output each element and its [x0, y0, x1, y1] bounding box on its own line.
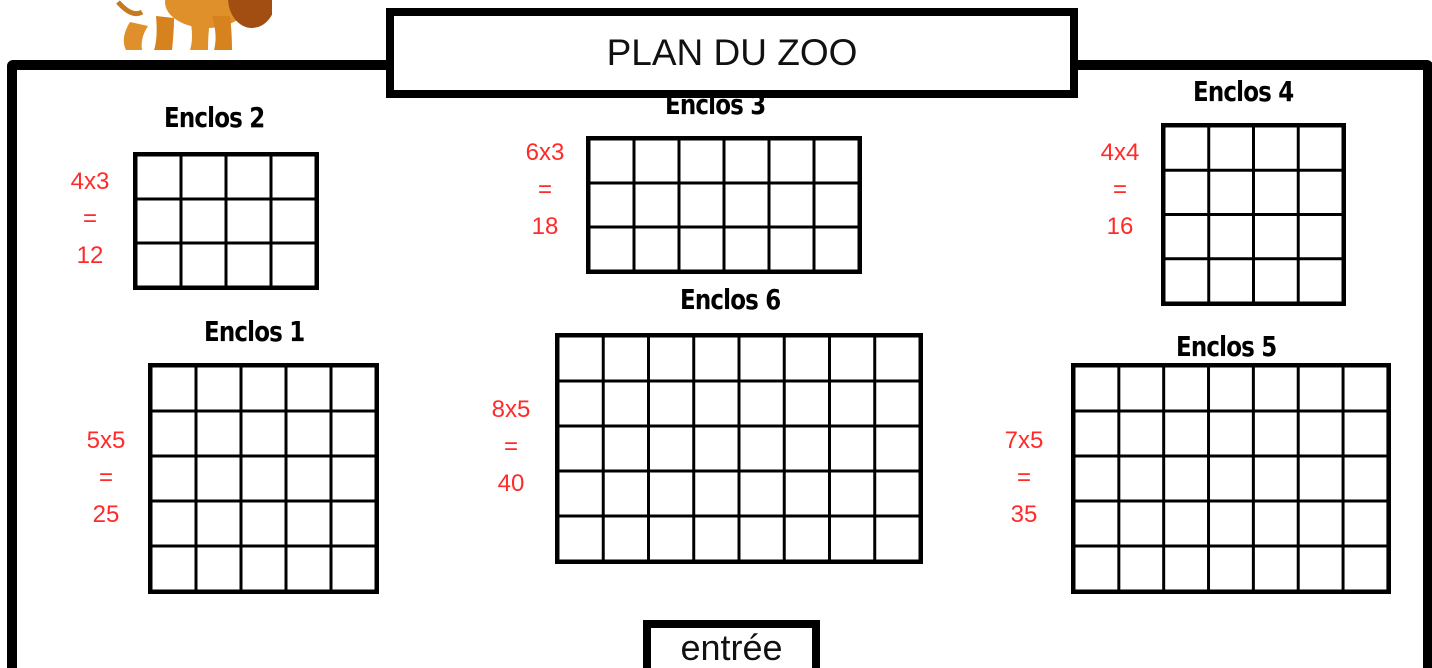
- enclos-1-grid: [148, 363, 379, 594]
- enclos-3-equals: =: [505, 171, 585, 208]
- enclos-2-equals: =: [50, 200, 130, 237]
- enclos-2-product: 4x3: [50, 163, 130, 200]
- enclos-4-name: Enclos 4: [1193, 75, 1293, 108]
- enclos-6-name: Enclos 6: [680, 283, 780, 316]
- enclos-6-grid: [555, 333, 923, 564]
- enclos-4-equals: =: [1080, 171, 1160, 208]
- enclos-4-grid: [1161, 123, 1346, 306]
- enclos-3-product: 6x3: [505, 134, 585, 171]
- enclos-6-equals: =: [471, 428, 551, 465]
- enclos-5-grid: [1071, 363, 1391, 594]
- enclos-3-name: Enclos 3: [665, 88, 765, 121]
- title-box: PLAN DU ZOO: [386, 8, 1078, 98]
- enclos-5-product: 7x5: [984, 422, 1064, 459]
- enclos-2-grid: [133, 152, 319, 290]
- page-title: PLAN DU ZOO: [607, 32, 858, 74]
- enclos-4-result: 16: [1080, 208, 1160, 245]
- enclos-3-calc: 6x3 = 18: [505, 134, 585, 245]
- enclos-6-result: 40: [471, 465, 551, 502]
- enclos-3-result: 18: [505, 208, 585, 245]
- enclos-1-equals: =: [66, 459, 146, 496]
- enclos-2-name: Enclos 2: [164, 101, 264, 134]
- entrance-label: entrée: [680, 627, 782, 668]
- enclos-2-calc: 4x3 = 12: [50, 163, 130, 274]
- enclos-5-equals: =: [984, 459, 1064, 496]
- enclos-4-product: 4x4: [1080, 134, 1160, 171]
- enclos-1-name: Enclos 1: [204, 315, 304, 348]
- enclos-1-calc: 5x5 = 25: [66, 422, 146, 533]
- enclos-2-result: 12: [50, 237, 130, 274]
- enclos-1-product: 5x5: [66, 422, 146, 459]
- enclos-1-result: 25: [66, 496, 146, 533]
- entrance-box: entrée: [643, 620, 820, 668]
- enclos-5-result: 35: [984, 496, 1064, 533]
- enclos-4-calc: 4x4 = 16: [1080, 134, 1160, 245]
- enclos-6-calc: 8x5 = 40: [471, 391, 551, 502]
- lion-icon: [112, 0, 272, 52]
- enclos-6-product: 8x5: [471, 391, 551, 428]
- enclos-3-grid: [586, 136, 862, 274]
- enclos-5-name: Enclos 5: [1176, 330, 1276, 363]
- enclos-5-calc: 7x5 = 35: [984, 422, 1064, 533]
